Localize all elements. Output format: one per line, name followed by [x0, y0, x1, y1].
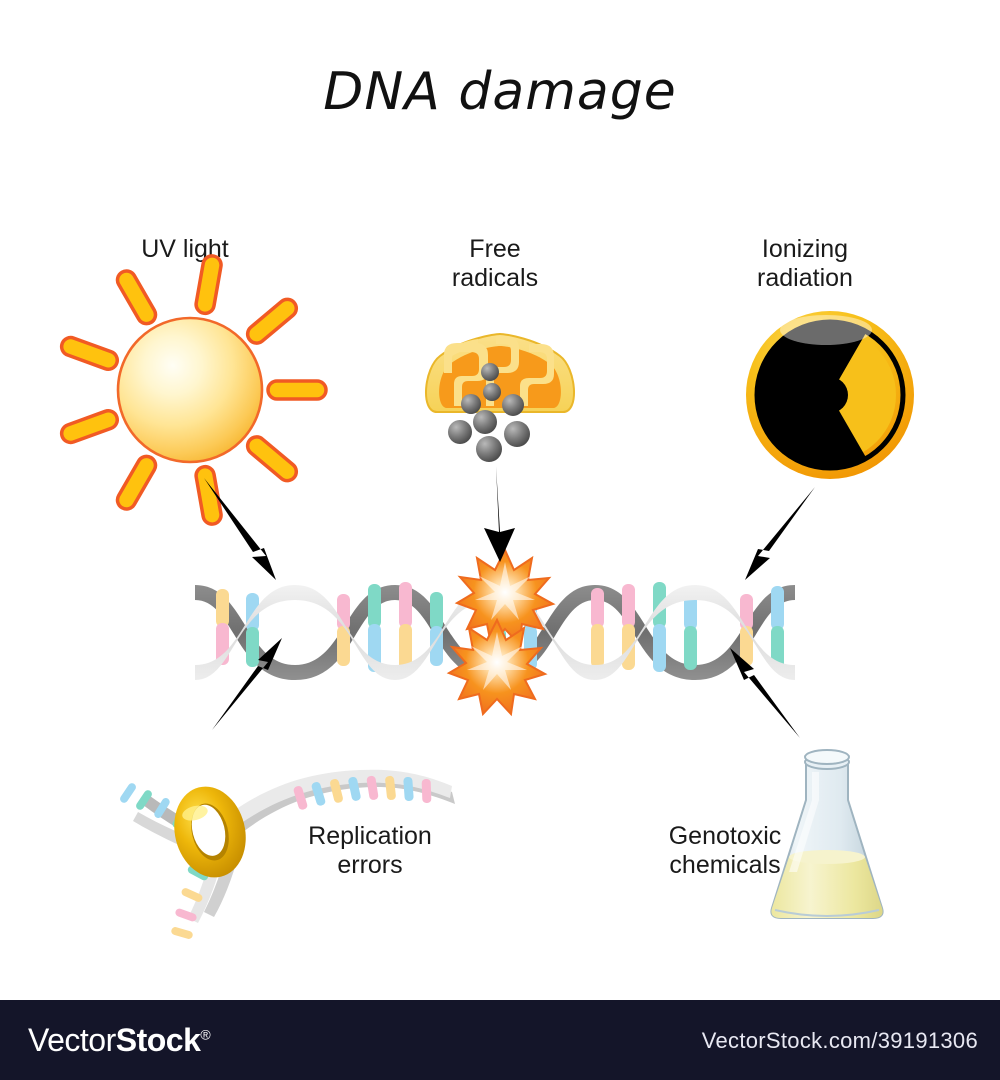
sun-icon — [59, 254, 328, 526]
arrow-icon — [204, 466, 815, 738]
erlenmeyer-flask-icon — [770, 749, 884, 919]
vectorstock-logo: VectorStock® — [28, 1022, 211, 1059]
watermark-footer — [0, 1000, 1000, 1080]
logo-text-light: Vector — [28, 1022, 116, 1058]
registered-mark: ® — [200, 1026, 211, 1043]
label-genotoxic-chemicals: Genotoxic chemicals — [668, 822, 782, 879]
free-radical-particles — [448, 363, 530, 462]
damage-starburst-icon — [446, 547, 556, 717]
label-free-radicals: Free radicals — [451, 235, 539, 292]
label-replication-errors: Replication errors — [308, 822, 432, 879]
diagram-artwork — [59, 254, 914, 939]
label-ionizing-radiation: Ionizing radiation — [757, 235, 853, 292]
mitochondrion-icon — [425, 332, 575, 462]
watermark-url: VectorStock.com/39191306 — [701, 1028, 978, 1053]
logo-text-bold: Stock — [115, 1022, 201, 1058]
page-title: DNA damage — [323, 62, 677, 122]
dna-replication-fork-icon — [120, 769, 455, 939]
illustration-canvas: DNA damage UV light Free radicals Ionizi… — [59, 62, 914, 939]
radiation-hazard-icon — [746, 311, 914, 479]
label-uv-light: UV light — [141, 235, 229, 263]
